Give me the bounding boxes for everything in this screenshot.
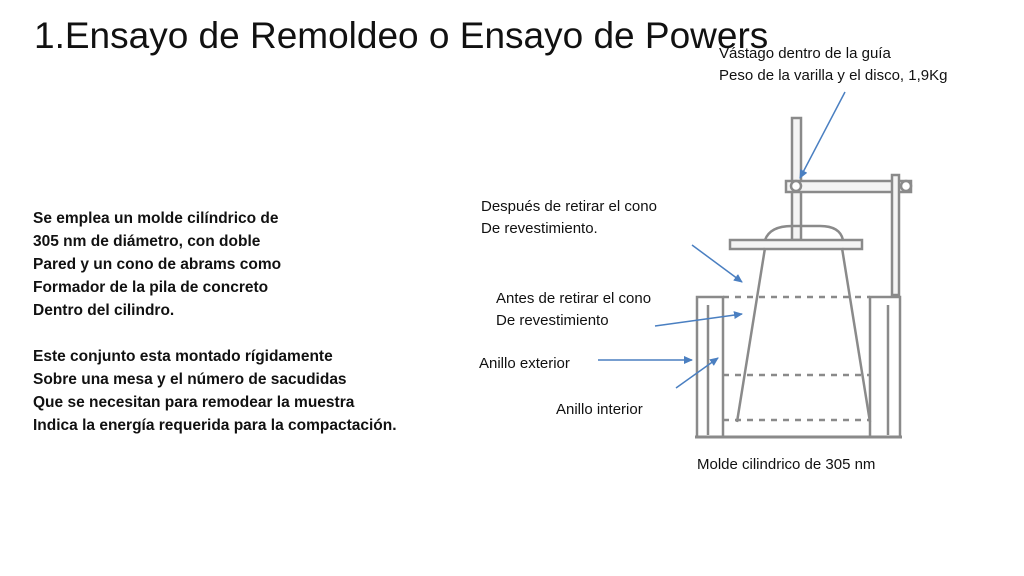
cone-side <box>735 247 767 423</box>
arrows <box>598 91 846 389</box>
label-after-cone-line-1: Después de retirar el cono <box>481 198 657 215</box>
label-after-cone-line-2: De revestimiento. <box>481 220 598 237</box>
rod <box>790 116 803 242</box>
guide-joint <box>789 179 803 193</box>
support-post <box>890 173 901 297</box>
label-after-cone: Después de retirar el cono De revestimie… <box>481 196 657 240</box>
description-line: Que se necesitan para remodear la muestr… <box>33 394 355 411</box>
description-line: Dentro del cilindro. <box>33 302 175 319</box>
apparatus-drawing <box>695 116 913 439</box>
guide-joint <box>899 179 913 193</box>
description-line: Formador de la pila de concreto <box>33 279 269 296</box>
label-stem-line-2: Peso de la varilla y el disco, 1,9Kg <box>719 67 948 84</box>
description-line: Indica la energía requerida para la comp… <box>33 417 397 434</box>
description-paragraph-1: Se emplea un molde cilíndrico de 305 nm … <box>33 207 281 322</box>
label-stem: Vástago dentro de la guía Peso de la var… <box>719 43 947 87</box>
arrow-before-cone <box>654 311 743 327</box>
label-mold: Molde cilindrico de 305 nm <box>697 456 876 473</box>
arrow-inner-ring <box>675 357 719 389</box>
label-stem-line-1: Vástago dentro de la guía <box>719 45 891 62</box>
description-paragraph-2: Este conjunto esta montado rígidamente S… <box>33 345 397 437</box>
label-inner-ring: Anillo interior <box>556 401 643 418</box>
description-line: Se emplea un molde cilíndrico de <box>33 210 279 227</box>
arrow-after-cone <box>691 244 743 283</box>
label-outer-ring: Anillo exterior <box>479 355 570 372</box>
label-before-cone-line-2: De revestimiento <box>496 312 609 329</box>
disc-plate <box>728 238 864 251</box>
outer-ring-right <box>868 295 902 439</box>
label-before-cone-line-1: Antes de retirar el cono <box>496 290 652 307</box>
arrow-stem <box>799 91 846 179</box>
cone-top <box>763 224 845 241</box>
label-before-cone: Antes de retirar el cono De revestimient… <box>496 288 651 332</box>
slide-title: 1.Ensayo de Remoldeo o Ensayo de Powers <box>34 15 769 56</box>
description-line: Sobre una mesa y el número de sacudidas <box>33 371 347 388</box>
description-line: Pared y un cono de abrams como <box>33 256 282 273</box>
cone-side <box>840 247 872 423</box>
description-line: 305 nm de diámetro, con doble <box>33 233 261 250</box>
description-line: Este conjunto esta montado rígidamente <box>33 348 333 365</box>
